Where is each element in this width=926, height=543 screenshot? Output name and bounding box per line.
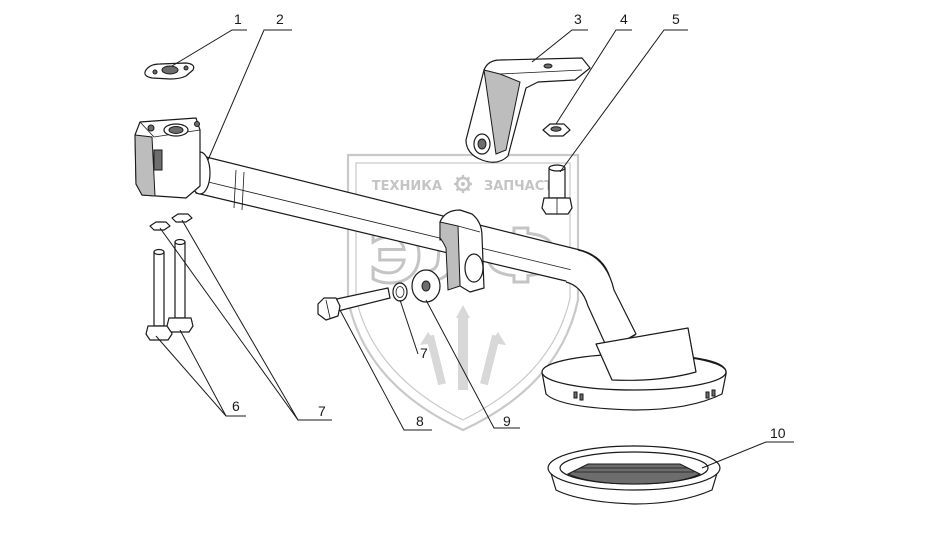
callout-7a: 7: [420, 345, 428, 361]
gear-icon: [454, 175, 472, 193]
watermark-text-left: ТЕХНИКА: [372, 179, 442, 194]
strainer-housing: [541, 327, 727, 411]
callout-9: 9: [503, 413, 511, 429]
washers-part-7: [149, 213, 408, 302]
callout-leaders: [155, 29, 794, 469]
callout-2: 2: [276, 11, 284, 27]
bracket-part-3: [465, 57, 591, 163]
callout-3: 3: [574, 11, 582, 27]
callout-7b: 7: [318, 403, 326, 419]
callout-6: 6: [232, 398, 240, 414]
watermark-text-right: ЗАПЧАСТИ: [484, 179, 564, 194]
watermark-emblem: [420, 305, 506, 390]
callout-5: 5: [672, 11, 680, 27]
bolt-part-5: [541, 164, 573, 215]
watermark-shield: [346, 153, 580, 432]
washer-part-9: [411, 269, 441, 303]
callout-10: 10: [770, 425, 786, 441]
nut-part-4: [542, 123, 571, 137]
strainer-ring-part-10: [547, 445, 721, 505]
callout-labels: 1 2 3 4 5 6 7 7 8 9 10: [232, 11, 786, 441]
bolt-part-8: [317, 287, 391, 321]
callout-1: 1: [234, 11, 242, 27]
bolts-part-6: [145, 238, 194, 341]
gasket-part-1: [144, 62, 195, 80]
tube-clamp: [439, 209, 485, 293]
callout-4: 4: [620, 11, 628, 27]
callout-8: 8: [416, 413, 424, 429]
suction-tube-part-2: [134, 117, 637, 351]
